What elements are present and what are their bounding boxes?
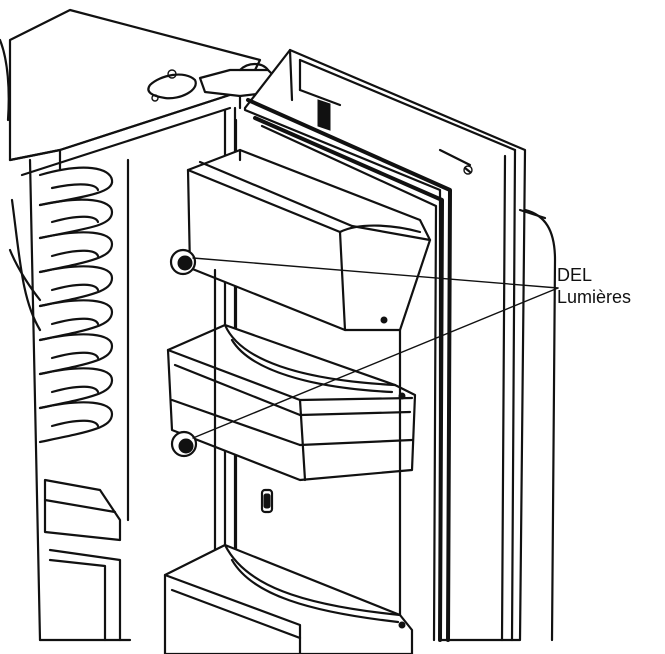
lower-door-shelf xyxy=(163,543,414,654)
upper-door-bin xyxy=(186,148,432,332)
crisper-shelf xyxy=(43,478,122,642)
callout-line-1: DEL xyxy=(557,265,593,285)
led-light-upper xyxy=(169,248,197,276)
cabinet-left-wall xyxy=(0,38,132,642)
callout-label: DEL Lumières xyxy=(557,264,631,308)
evaporator-coil xyxy=(38,166,114,444)
callout-line-2: Lumières xyxy=(557,287,632,307)
callout-leaders xyxy=(192,257,559,439)
cabinet-top xyxy=(8,8,262,177)
led-light-lower xyxy=(170,430,198,458)
middle-door-shelf xyxy=(166,323,417,482)
door-frame xyxy=(243,48,557,642)
